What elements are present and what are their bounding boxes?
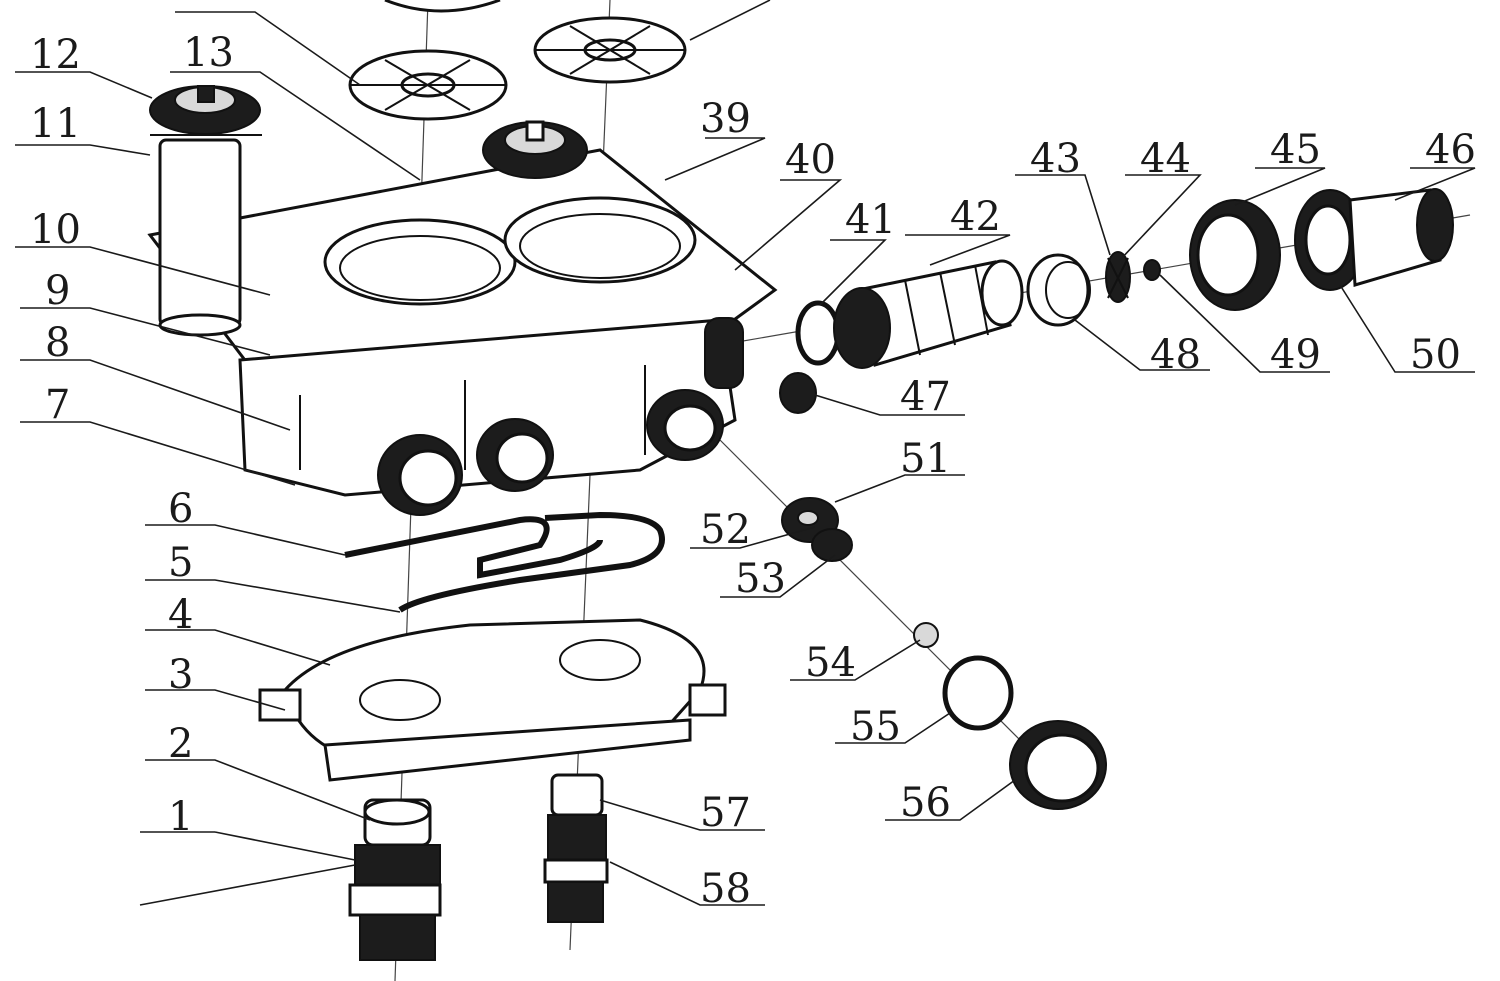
o-ring-41 xyxy=(795,300,841,366)
part-label-13: 13 xyxy=(183,30,234,76)
spring-pin-43-44 xyxy=(1105,251,1131,303)
part-label-52: 52 xyxy=(700,507,751,553)
part-label-1: 1 xyxy=(168,794,193,840)
part-label-3: 3 xyxy=(168,652,193,698)
gasket-ring-5 xyxy=(398,511,665,613)
top-cover-partial xyxy=(384,0,501,13)
threaded-fitting-57-58 xyxy=(543,773,609,923)
o-ring-55 xyxy=(942,655,1014,731)
part-label-57: 57 xyxy=(700,790,751,836)
part-label-54: 54 xyxy=(805,640,856,686)
part-label-44: 44 xyxy=(1140,136,1191,182)
strainer-disc-left xyxy=(348,49,508,121)
part-label-55: 55 xyxy=(850,704,901,750)
part-label-45: 45 xyxy=(1270,127,1321,173)
part-number-labels: 1 2 3 4 5 6 7 8 9 10 11 12 13 39 40 41 4… xyxy=(30,30,1476,912)
cap-47 xyxy=(779,372,817,414)
part-label-53: 53 xyxy=(735,556,786,602)
nut-49 xyxy=(1143,259,1161,281)
part-label-51: 51 xyxy=(900,436,951,482)
part-label-5: 5 xyxy=(168,540,193,586)
part-label-9: 9 xyxy=(45,268,70,314)
part-label-12: 12 xyxy=(30,32,81,78)
coupling-nut-45 xyxy=(1189,199,1281,311)
part-label-39: 39 xyxy=(700,96,751,142)
part-label-6: 6 xyxy=(168,486,193,532)
strainer-disc-right xyxy=(533,16,687,84)
base-plate xyxy=(258,618,727,782)
part-label-49: 49 xyxy=(1270,332,1321,378)
part-label-10: 10 xyxy=(30,207,81,253)
part-label-47: 47 xyxy=(900,374,951,420)
part-label-8: 8 xyxy=(45,320,70,366)
part-label-41: 41 xyxy=(845,197,896,243)
part-label-2: 2 xyxy=(168,721,193,767)
part-label-58: 58 xyxy=(700,866,751,912)
gasket-ring-6 xyxy=(344,516,603,579)
leader-lines xyxy=(15,0,1476,906)
threaded-fitting-1-2 xyxy=(348,798,442,961)
impeller-cap xyxy=(482,120,588,179)
part-label-7: 7 xyxy=(45,382,70,428)
end-cap-56 xyxy=(1009,720,1107,810)
part-label-48: 48 xyxy=(1150,332,1201,378)
part-label-56: 56 xyxy=(900,780,951,826)
part-label-50: 50 xyxy=(1410,332,1461,378)
valve-housing xyxy=(147,148,778,516)
union-fitting-46-50 xyxy=(1294,188,1454,291)
part-label-4: 4 xyxy=(168,592,193,638)
part-label-40: 40 xyxy=(785,137,836,183)
nut-54 xyxy=(913,622,939,648)
check-valve-51-53 xyxy=(781,497,853,562)
part-label-42: 42 xyxy=(950,194,1001,240)
part-label-46: 46 xyxy=(1425,127,1476,173)
part-label-43: 43 xyxy=(1030,136,1081,182)
gear-48 xyxy=(1026,253,1091,327)
motor-cylinder xyxy=(149,85,262,337)
part-label-11: 11 xyxy=(30,101,81,147)
filter-cartridge-42 xyxy=(833,259,1024,369)
